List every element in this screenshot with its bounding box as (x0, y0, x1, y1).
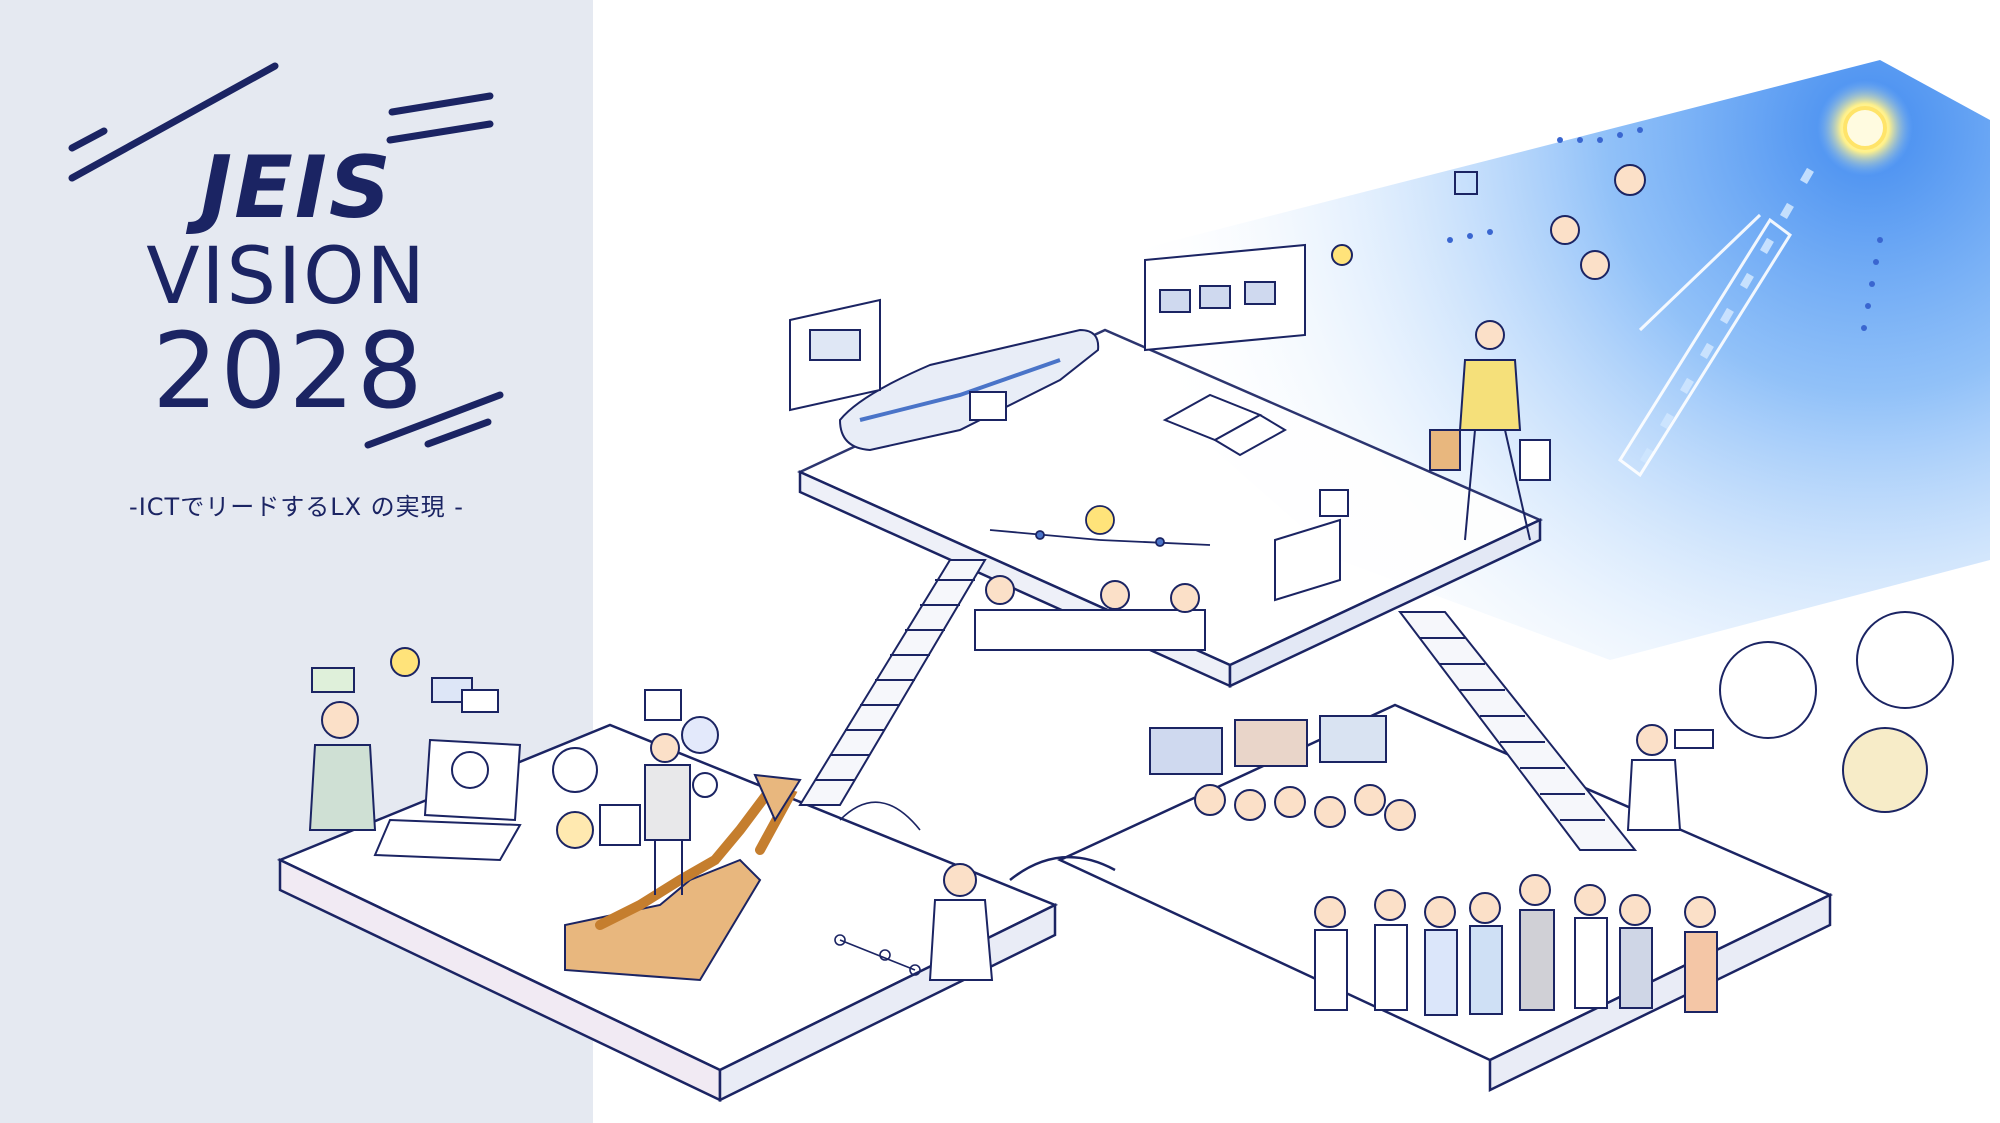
chip-icon (1454, 171, 1478, 195)
left-stairs (798, 559, 987, 806)
light-train (1617, 213, 1793, 478)
book-icon (1162, 393, 1287, 457)
people-bodies (1314, 909, 1718, 1016)
vision-title: JEIS VISION 2028 (0, 0, 593, 1123)
right-stairs (1397, 611, 1638, 851)
thinking-figure (928, 863, 994, 981)
circuit-icon (834, 801, 921, 976)
idea-icons (311, 647, 499, 713)
climbing-figure (644, 733, 691, 895)
network-diagram (989, 505, 1211, 547)
people-group (1314, 874, 1716, 928)
lightbulb-icon (1331, 244, 1353, 266)
pointing-team (1550, 164, 1646, 280)
train-icon (838, 328, 1100, 452)
whiteboard (1144, 243, 1306, 352)
register-icon (1274, 489, 1349, 602)
laptop-figure (308, 701, 522, 862)
title-decoration (68, 62, 504, 449)
title-line-jeis: JEIS (200, 138, 393, 238)
bridge (1009, 855, 1116, 881)
title-line-vision: VISION (146, 232, 427, 322)
shopper-figure (1429, 320, 1551, 541)
cheering-crowd (1194, 784, 1416, 831)
light-beam (1640, 167, 1814, 464)
wooden-stairs (564, 773, 802, 982)
binoculars-figure (1626, 724, 1714, 831)
title-line-year: 2028 (152, 310, 425, 432)
meeting-group (974, 575, 1206, 651)
subtitle: -ICTでリードするLX の実現 - (129, 493, 464, 521)
photo-screens (1149, 715, 1387, 775)
train-cab (789, 298, 881, 412)
idea-bubbles (1719, 611, 1954, 813)
business-icons (552, 689, 719, 849)
data-stream (1447, 127, 1883, 331)
